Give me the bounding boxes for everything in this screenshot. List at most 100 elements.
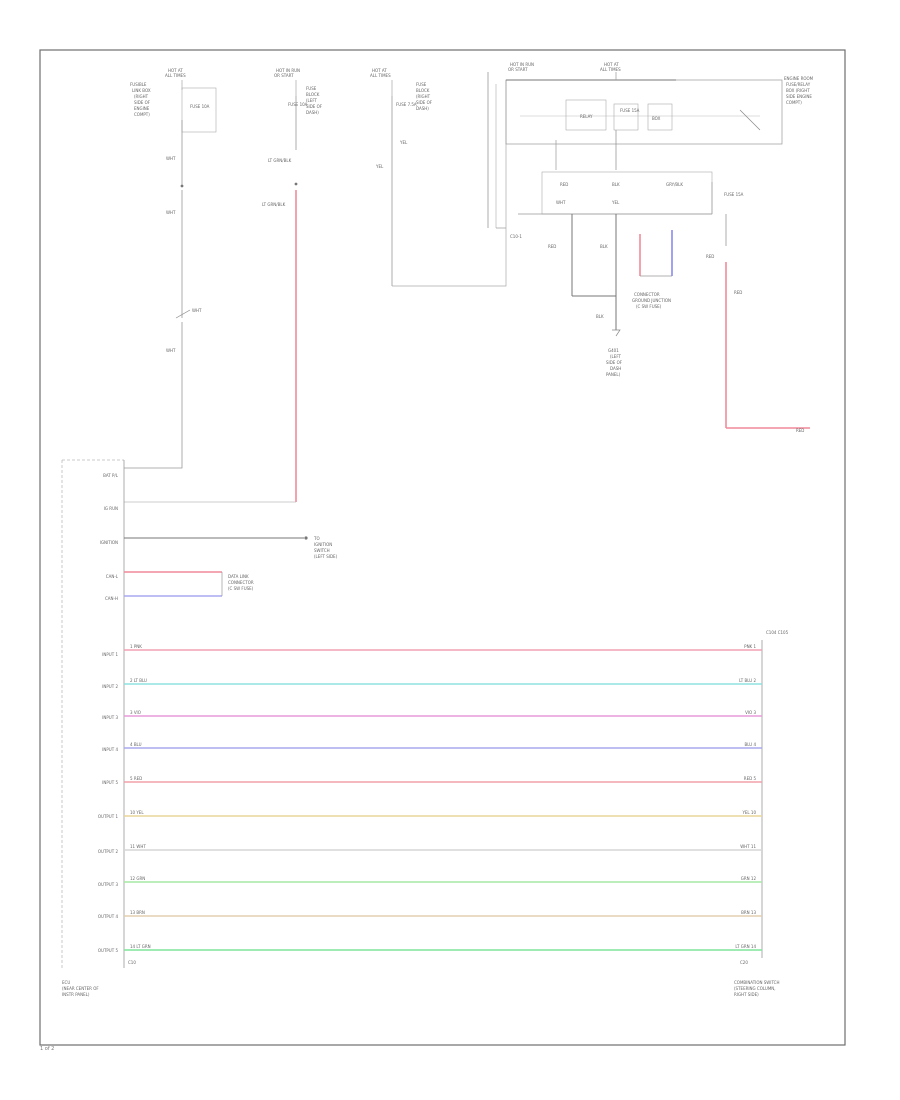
svg-text:WHT: WHT (166, 210, 176, 215)
svg-text:WHT: WHT (166, 348, 176, 353)
svg-text:SIDE OF: SIDE OF (134, 100, 151, 105)
pin-label: IG RUN (104, 506, 118, 511)
svg-text:RED: RED (706, 254, 714, 259)
wire-label-right: PNK 1 (744, 644, 756, 649)
svg-text:BLK: BLK (612, 182, 620, 187)
svg-text:DATA LINK: DATA LINK (228, 574, 249, 579)
right-module: C104 C105 C20 COMBINATION SWITCH (STEERI… (734, 630, 789, 997)
page-footer: 1 of 2 (40, 1046, 55, 1052)
svg-text:RED: RED (796, 428, 804, 433)
svg-text:HOT AT: HOT AT (372, 68, 387, 73)
svg-text:FUSE: FUSE (416, 82, 427, 87)
wire-label-right: GRN 12 (741, 876, 757, 881)
svg-text:DASH): DASH) (416, 106, 429, 111)
pin-label: OUTPUT 5 (98, 948, 119, 953)
svg-text:(RIGHT: (RIGHT (134, 94, 149, 99)
wire-label-right: BLU 4 (744, 742, 756, 747)
svg-text:HOT IN RUN: HOT IN RUN (276, 68, 300, 73)
svg-text:RELAY: RELAY (580, 114, 593, 119)
svg-text:SIDE ENGINE: SIDE ENGINE (786, 94, 812, 99)
svg-text:RED: RED (734, 290, 742, 295)
wire-label-left: 4 BLU (130, 742, 142, 747)
svg-text:LT GRN/BLK: LT GRN/BLK (268, 158, 292, 163)
wire-label-left: 5 RED (130, 776, 142, 781)
svg-text:FUSIBLE: FUSIBLE (130, 82, 147, 87)
svg-text:RED: RED (548, 244, 556, 249)
svg-text:BLOCK: BLOCK (306, 92, 320, 97)
svg-text:SIDE OF: SIDE OF (416, 100, 433, 105)
wire-label-left: 10 YEL (130, 810, 144, 815)
left-module-name-3: INSTR PANEL) (62, 992, 90, 997)
pin-label: BAT P/L (103, 473, 119, 478)
pin-label: OUTPUT 1 (98, 814, 119, 819)
svg-text:FUSE 15A: FUSE 15A (724, 192, 744, 197)
svg-text:C10-1: C10-1 (510, 234, 522, 239)
can-lines: DATA LINK CONNECTOR (C SW FUSE) (124, 571, 254, 597)
pin-label: OUTPUT 3 (98, 882, 119, 887)
wire-label-left: 12 GRN (130, 876, 145, 881)
svg-text:FUSE 10A: FUSE 10A (190, 104, 210, 109)
svg-text:FUSE 15A: FUSE 15A (620, 108, 640, 113)
wire-label-left: 3 VIO (130, 710, 141, 715)
left-module: C10 ECU (NEAR CENTER OF INSTR PANEL) (61, 459, 136, 997)
svg-text:LT GRN/BLK: LT GRN/BLK (262, 202, 286, 207)
svg-text:GRY/BLK: GRY/BLK (666, 182, 683, 187)
left-module-name-2: (NEAR CENTER OF (62, 986, 99, 991)
svg-text:FUSE 10A: FUSE 10A (288, 102, 308, 107)
wire-label-left: 14 LT GRN (130, 944, 151, 949)
pin-label: INPUT 5 (102, 780, 118, 785)
svg-text:COMPT): COMPT) (786, 100, 802, 105)
svg-text:ENGINE: ENGINE (134, 106, 150, 111)
wire-label-right: VIO 3 (745, 710, 756, 715)
wire-label-left: 13 BRN (130, 910, 145, 915)
wire-label-right: LT GRN 14 (735, 944, 756, 949)
wire-label-right: RED 5 (744, 776, 757, 781)
svg-text:SWITCH: SWITCH (314, 548, 330, 553)
svg-text:WHT: WHT (192, 308, 202, 313)
pin-label: OUTPUT 2 (98, 849, 119, 854)
ignition-line: TO IGNITION SWITCH (LEFT SIDE) (124, 536, 338, 559)
svg-text:COMPT): COMPT) (134, 112, 150, 117)
svg-text:YEL: YEL (399, 140, 408, 145)
diagram-border (39, 49, 846, 1046)
svg-text:BOX: BOX (652, 116, 661, 121)
svg-text:FUSE/RELAY: FUSE/RELAY (786, 82, 811, 87)
wire-label-right: LT BLU 2 (739, 678, 756, 683)
pin-label: INPUT 3 (102, 715, 118, 720)
svg-text:LINK BOX: LINK BOX (132, 88, 151, 93)
relay-box-area: HOT IN RUN OR START HOT AT ALL TIMES REL… (487, 62, 814, 433)
svg-text:DASH): DASH) (306, 110, 319, 115)
svg-text:OR START: OR START (274, 73, 294, 78)
svg-text:FUSE: FUSE (306, 86, 317, 91)
pin-label: CAN-H (105, 596, 118, 601)
svg-text:SIDE OF: SIDE OF (606, 360, 623, 365)
svg-text:(C SW FUSE): (C SW FUSE) (228, 586, 254, 591)
svg-text:HOT AT: HOT AT (604, 62, 619, 67)
pin-label: INPUT 4 (102, 747, 118, 752)
svg-text:BLK: BLK (600, 244, 608, 249)
left-module-name-1: ECU (62, 980, 70, 985)
power-source-2: HOT IN RUN OR START FUSE BLOCK (LEFT SID… (124, 68, 323, 503)
wire-label-left: 11 WHT (130, 844, 146, 849)
svg-text:SIDE OF: SIDE OF (306, 104, 323, 109)
svg-text:C104 C105: C104 C105 (766, 630, 789, 635)
svg-text:RED: RED (560, 182, 568, 187)
svg-text:WHT: WHT (166, 156, 176, 161)
svg-text:YEL: YEL (611, 200, 620, 205)
svg-text:BLOCK: BLOCK (416, 88, 430, 93)
svg-text:WHT: WHT (556, 200, 566, 205)
svg-text:DASH: DASH (610, 366, 621, 371)
right-module-name-3: RIGHT SIDE) (734, 992, 759, 997)
svg-text:C10: C10 (128, 960, 136, 965)
svg-text:BOX (RIGHT: BOX (RIGHT (786, 88, 810, 93)
svg-text:ALL TIMES: ALL TIMES (370, 73, 391, 78)
svg-text:ALL TIMES: ALL TIMES (600, 67, 621, 72)
svg-text:(RIGHT: (RIGHT (416, 94, 431, 99)
svg-text:OR START: OR START (508, 67, 528, 72)
svg-text:ENGINE ROOM: ENGINE ROOM (784, 76, 814, 81)
power-source-1: HOT AT ALL TIMES FUSIBLE LINK BOX (RIGHT… (124, 68, 217, 469)
svg-text:GROUND JUNCTION: GROUND JUNCTION (632, 298, 671, 303)
